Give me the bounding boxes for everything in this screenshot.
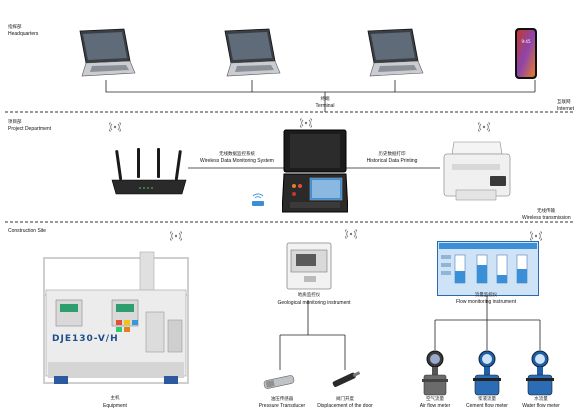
cement-flow-meter [473, 350, 501, 396]
equipment-label: Equipment [103, 403, 127, 409]
construction-site-label: Construction Site [8, 228, 47, 234]
air-flow-meter [422, 350, 448, 396]
project-department-label: Project Department [8, 126, 52, 132]
wireless-label-cn: 无线传输 [537, 209, 555, 214]
wifi-icon [530, 231, 542, 241]
cement-label: Cement flow meter [466, 403, 508, 409]
wifi-icon [170, 231, 182, 241]
laptop-1 [79, 28, 136, 77]
printing-label: Historical Data Printing [366, 158, 418, 164]
equipment-model-label: DJE130-V/H [52, 334, 119, 344]
printer [443, 141, 511, 201]
equipment-unit [43, 251, 189, 384]
printing-label-cn: 历史数据打印 [378, 152, 406, 157]
wifi-icon [345, 229, 357, 239]
wireless-label: Wireless transmission [522, 215, 571, 221]
pressure-label: Pressure Transducer [258, 403, 306, 409]
door-label-cn: 阀门开度 [336, 397, 354, 402]
laptop-3 [367, 28, 424, 77]
equipment-label-cn: 主机 [110, 396, 120, 401]
pressure-label-cn: 油压传感器 [270, 397, 294, 402]
water-label-cn: 水流量 [534, 397, 548, 402]
monitoring-system-label: Wireless Data Monitoring System [200, 158, 274, 164]
water-flow-meter [526, 350, 554, 396]
monitoring-system-label-cn: 无线数据监控系统 [219, 152, 255, 157]
internet-label: Internet [557, 106, 574, 112]
flow-monitor-screen [437, 241, 539, 296]
wifi-router-icon [252, 193, 264, 206]
monitoring-case [282, 129, 348, 213]
headquarters-label: Headquarters [8, 31, 39, 37]
geological-label-cn: 地质监控仪 [297, 293, 321, 298]
phone-clock: 9:45 [522, 39, 531, 44]
internet-label-cn: 互联网 [557, 100, 571, 105]
door-displacement-sensor [332, 371, 361, 387]
headquarters-label-cn: 指挥部 [8, 25, 22, 30]
project-department-label-cn: 项目部 [8, 120, 22, 125]
terminal-label-cn: 终端 [320, 97, 330, 102]
geological-monitor [286, 242, 332, 290]
flow-label: Flow monitoring instrument [455, 299, 517, 305]
air-label: Air flow meter [419, 403, 451, 409]
wifi-icon [109, 122, 121, 132]
wireless-router [111, 148, 187, 195]
wifi-icon [478, 122, 490, 132]
smartphone: 9:45 [515, 28, 537, 79]
cement-label-cn: 浆液流量 [478, 397, 496, 402]
geological-label: Geological monitoring instrument [277, 300, 351, 306]
flow-label-cn: 流量监控仪 [474, 293, 498, 298]
terminal-label: Terminal [315, 103, 335, 109]
water-label: Water flow meter [522, 403, 560, 409]
pressure-transducer [263, 375, 295, 389]
wifi-icon [300, 118, 312, 128]
air-label-cn: 空气流量 [426, 397, 444, 402]
laptop-2 [224, 28, 281, 77]
door-label: Displacement of the door [317, 403, 373, 409]
